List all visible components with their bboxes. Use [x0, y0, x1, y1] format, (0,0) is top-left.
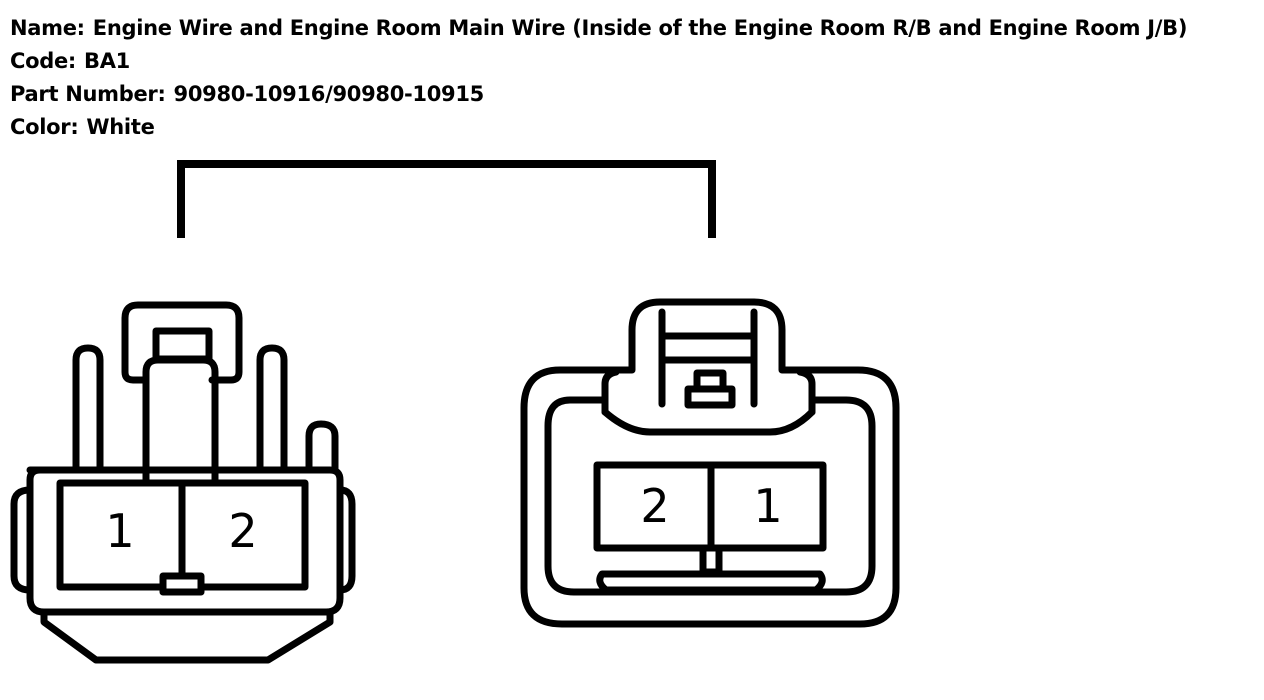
- name-value: Engine Wire and Engine Room Main Wire (I…: [92, 16, 1188, 40]
- color-line: Color: White: [10, 111, 1187, 144]
- right-lock-nub-base: [684, 385, 736, 409]
- left-post-inner-right: [256, 344, 288, 474]
- left-lock-tab: [121, 301, 243, 384]
- name-line: Name: Engine Wire and Engine Room Main Wi…: [10, 12, 1187, 45]
- mating-bracket: [177, 160, 716, 238]
- connector-left: [10, 301, 356, 664]
- part-number-label: Part Number:: [10, 82, 166, 106]
- code-value: BA1: [84, 49, 130, 73]
- left-post-outer-right: [305, 420, 339, 474]
- right-pin-1-label: 1: [753, 479, 782, 533]
- right-outer-shell: [520, 298, 900, 628]
- right-latch-arm-right: [796, 368, 816, 416]
- name-label: Name:: [10, 16, 85, 40]
- left-post-outer-left: [72, 344, 104, 474]
- code-line: Code: BA1: [10, 45, 1187, 78]
- left-pin-2-label: 2: [228, 504, 257, 558]
- left-flange-left: [10, 486, 34, 594]
- right-pin-2-label: 2: [640, 479, 669, 533]
- left-pin-1-label: 1: [105, 504, 134, 558]
- part-number-value: 90980-10916/90980-10915: [173, 82, 485, 106]
- connector-right: [520, 298, 900, 628]
- color-label: Color:: [10, 115, 79, 139]
- left-cavity-key: [159, 572, 205, 596]
- left-lock-window: [152, 327, 213, 363]
- left-center-stem: [142, 356, 219, 484]
- connector-info: Name: Engine Wire and Engine Room Main Wi…: [10, 12, 1187, 144]
- left-bottom-skirt: [40, 608, 334, 664]
- color-value: White: [86, 115, 155, 139]
- left-flange-right: [336, 486, 356, 594]
- right-latch-arm-left: [601, 368, 620, 416]
- left-body: [26, 466, 344, 616]
- right-bottom-rail: [596, 570, 826, 594]
- code-label: Code:: [10, 49, 77, 73]
- right-inner-shell: [544, 396, 876, 596]
- part-number-line: Part Number: 90980-10916/90980-10915: [10, 78, 1187, 111]
- right-cavity-key: [699, 544, 723, 576]
